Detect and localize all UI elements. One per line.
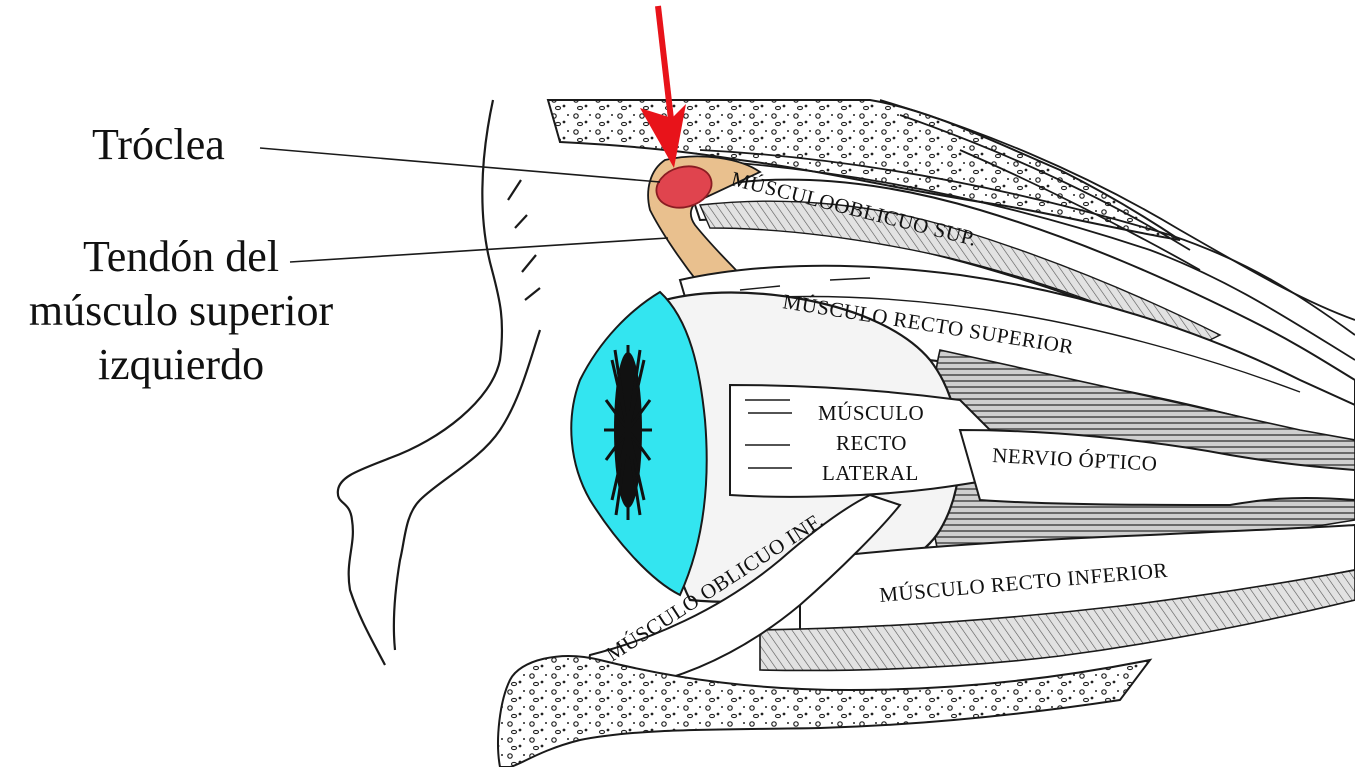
label-lateral-rectus-2: RECTO [836, 431, 907, 455]
lower-orbital-bone [498, 656, 1150, 767]
callout-trochlea: Tróclea [92, 118, 225, 172]
face-profile [338, 100, 540, 665]
callout-tendon: Tendón del músculo superior izquierdo [0, 230, 362, 392]
trochlea-leader-line [260, 148, 660, 182]
label-lateral-rectus-1: MÚSCULO [818, 401, 924, 425]
callout-tendon-line-3: izquierdo [0, 338, 362, 392]
callout-tendon-line-2: músculo superior [0, 284, 362, 338]
label-lateral-rectus-3: LATERAL [822, 461, 919, 485]
callout-tendon-line-1: Tendón del [0, 230, 362, 284]
